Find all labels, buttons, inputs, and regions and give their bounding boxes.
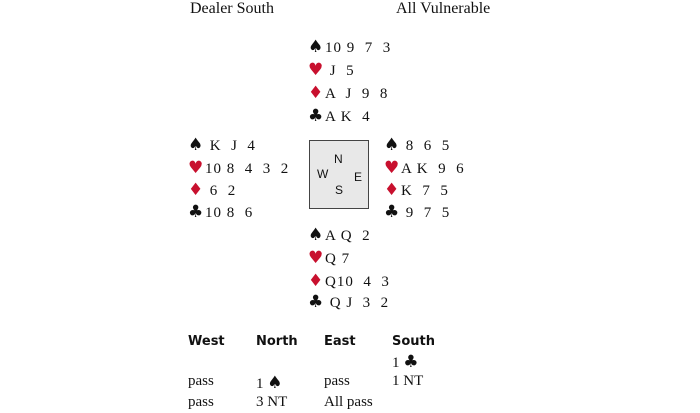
south-hearts: Q 7 — [325, 251, 351, 267]
bid-east-2: All pass — [324, 394, 373, 410]
heart-icon: ♥ — [188, 158, 205, 178]
compass-east: E — [354, 170, 363, 184]
diamond-icon: ♦ — [308, 83, 325, 103]
west-diamonds: 6 2 — [205, 183, 237, 199]
west-spades: K J 4 — [205, 138, 256, 154]
east-clubs: 9 7 5 — [401, 205, 451, 221]
bid-west-1: pass — [188, 373, 214, 389]
spade-icon: ♠ — [308, 225, 325, 245]
spade-icon: ♠ — [267, 373, 283, 393]
club-icon: ♣ — [308, 292, 325, 312]
bid-north-1: 1 ♠ — [256, 373, 284, 393]
south-diamonds: Q10 4 3 — [325, 274, 390, 290]
auction-header-south: South — [392, 334, 436, 349]
east-diamonds: K 7 5 — [401, 183, 449, 199]
bid-level: 1 — [392, 355, 400, 371]
diamond-icon: ♦ — [188, 180, 205, 200]
dealer-label: Dealer South — [190, 0, 274, 17]
heart-icon: ♥ — [308, 248, 325, 268]
east-hearts: A K 9 6 — [401, 161, 465, 177]
bid-north-2: 3 NT — [256, 394, 288, 410]
north-clubs: A K 4 — [325, 109, 371, 125]
north-hearts: J 5 — [325, 63, 355, 79]
compass-south: S — [335, 183, 344, 197]
bid-east-1: pass — [324, 373, 350, 389]
bid-west-2: pass — [188, 394, 214, 410]
club-icon: ♣ — [403, 352, 419, 372]
spade-icon: ♠ — [308, 37, 325, 57]
auction-header-north: North — [256, 334, 298, 349]
diamond-icon: ♦ — [384, 180, 401, 200]
club-icon: ♣ — [308, 106, 325, 126]
north-diamonds: A J 9 8 — [325, 86, 389, 102]
compass-west: W — [317, 167, 329, 181]
spade-icon: ♠ — [384, 135, 401, 155]
compass-north: N — [334, 152, 343, 166]
compass-box: N W E S — [309, 140, 369, 209]
east-spades: 8 6 5 — [401, 138, 451, 154]
heart-icon: ♥ — [384, 158, 401, 178]
north-spades: 10 9 7 3 — [325, 40, 392, 56]
auction-header-east: East — [324, 334, 356, 349]
south-spades: A Q 2 — [325, 228, 371, 244]
diamond-icon: ♦ — [308, 271, 325, 291]
west-hearts: 10 8 4 3 2 — [205, 161, 290, 177]
bid-south-1: 1 NT — [392, 373, 424, 389]
spade-icon: ♠ — [188, 135, 205, 155]
west-clubs: 10 8 6 — [205, 205, 254, 221]
south-clubs: Q J 3 2 — [325, 295, 390, 311]
club-icon: ♣ — [384, 202, 401, 222]
auction-header-west: West — [188, 334, 225, 349]
club-icon: ♣ — [188, 202, 205, 222]
bid-level: 1 — [256, 376, 264, 392]
south-opening-bid: 1 ♣ — [392, 352, 420, 372]
vulnerability-label: All Vulnerable — [396, 0, 491, 17]
heart-icon: ♥ — [308, 60, 325, 80]
